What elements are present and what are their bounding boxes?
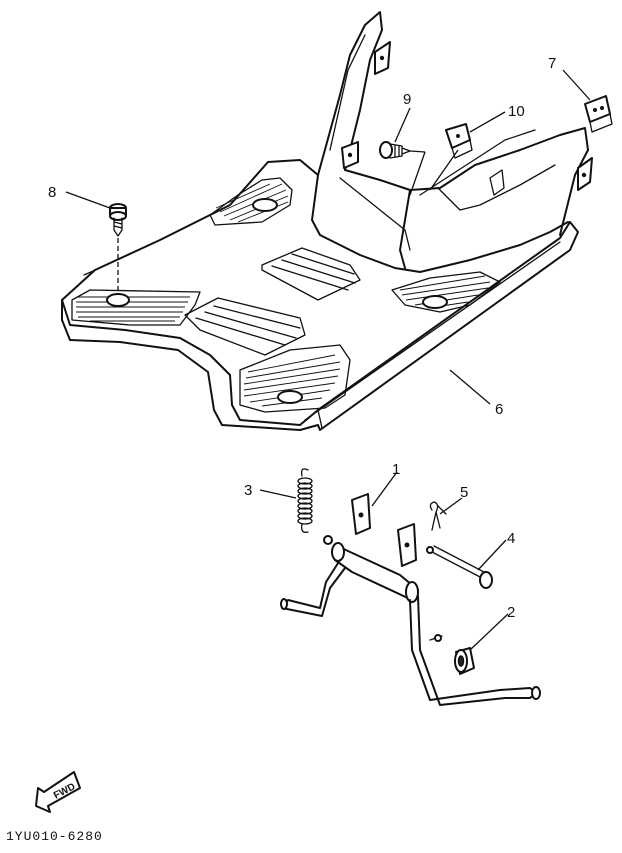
callout-4: 4: [507, 530, 515, 547]
cotter-pin: [429, 501, 447, 531]
callout-9: 9: [403, 91, 411, 108]
fwd-arrow-icon: FWD: [35, 771, 81, 813]
pivot-bolt: [426, 545, 493, 589]
callout-10: 10: [508, 103, 525, 120]
callout-6: 6: [495, 401, 503, 418]
callout-8: 8: [48, 184, 56, 201]
center-stand: [280, 493, 541, 706]
footrest-board: [61, 159, 579, 431]
callout-3: 3: [244, 482, 252, 499]
leader-lines: [65, 69, 591, 651]
screw-8: [109, 203, 127, 292]
callout-5: 5: [460, 484, 468, 501]
drawing-code: 1YU010-6280: [6, 829, 103, 844]
clip-nut-10: [429, 123, 473, 191]
clip-nut-7: [584, 95, 613, 133]
callout-7: 7: [548, 55, 556, 72]
callout-2: 2: [507, 604, 515, 621]
screw-9: [379, 141, 426, 196]
leg-shield: [317, 11, 593, 269]
stand-spring: [297, 468, 313, 533]
stand-bushing: [454, 647, 475, 675]
callout-1: 1: [392, 461, 400, 478]
